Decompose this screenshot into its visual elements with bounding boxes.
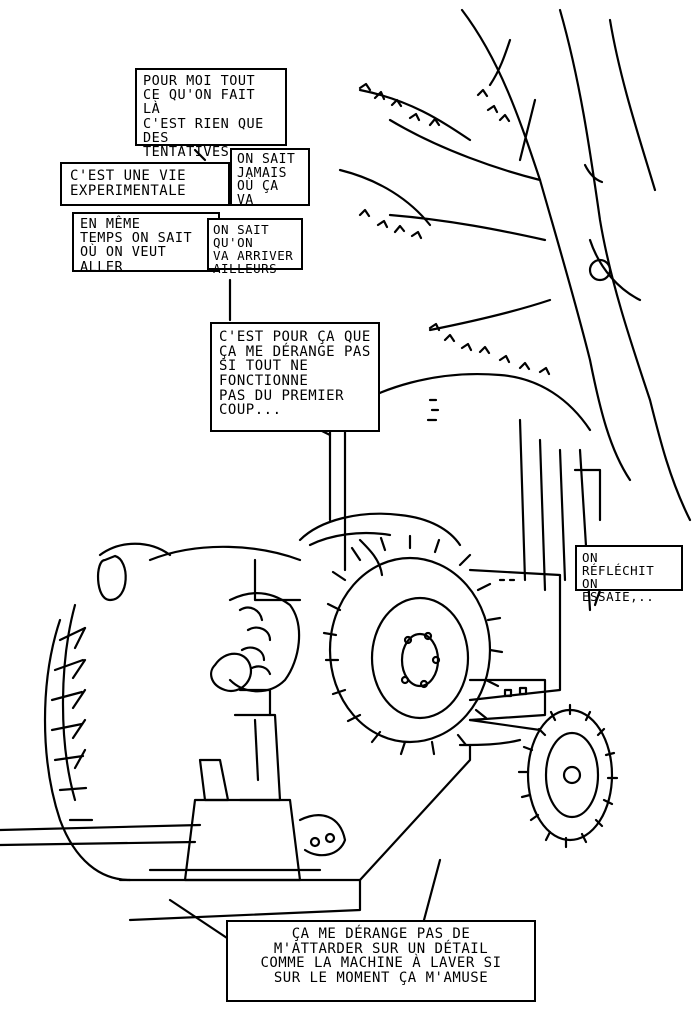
caption-on-reflechit: On réfléchit on essaie,.. <box>575 545 683 603</box>
caption-arriver-ailleurs: on sait qu'on va arriver ailleurs <box>207 218 303 275</box>
caption-tentatives: Pour moi tout ce qu'on fait là c'est rie… <box>135 68 287 159</box>
small-wheel-drawing <box>517 703 619 849</box>
caption-en-meme-temps: en même temps on sait où on veut aller <box>72 212 220 274</box>
caption-on-sait-jamais: on sait jamais où ça va <box>230 148 310 207</box>
seat-drawing <box>0 688 472 942</box>
tractor-body-drawing <box>148 512 562 747</box>
caption-machine-a-laver: ça me dérange pas de m'attarder sur un d… <box>226 920 536 1002</box>
tree-drawing <box>338 8 692 522</box>
big-wheel-drawing <box>43 542 172 882</box>
front-wheel-drawing <box>322 534 504 756</box>
caption-pas-du-premier-coup: C'est pour ça que ça me dérange pas si t… <box>210 322 380 432</box>
shed-drawing <box>328 372 602 612</box>
caption-vie-experimentale: C'est une vie experimentale <box>60 162 230 206</box>
